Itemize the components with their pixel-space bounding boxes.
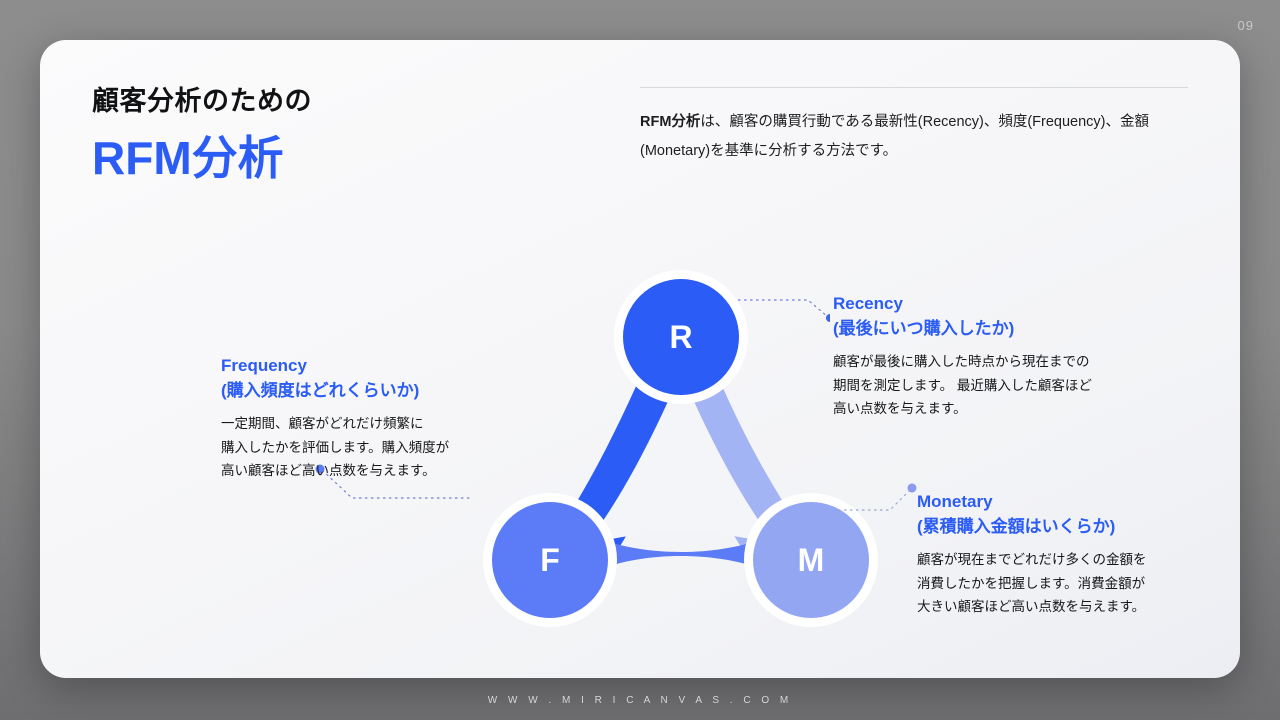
title-main-heading: RFM分析 — [92, 132, 284, 185]
intro-bold-term: RFM分析 — [640, 114, 701, 130]
info-recency-title: Recency (最後にいつ購入したか) — [833, 294, 1015, 338]
slide-card: 顧客分析のための RFM分析 RFM分析は、顧客の購買行動である最新性(Rece… — [40, 40, 1240, 678]
info-monetary-title: Monetary (累積購入金額はいくらか) — [917, 492, 1116, 536]
rfm-triangle-diagram: R F M — [460, 240, 900, 660]
footer-url: W W W . M I R I C A N V A S . C O M — [487, 695, 793, 706]
triangle-interior — [584, 372, 778, 546]
info-recency-body: 顧客が最後に購入した時点から現在までの 期間を測定します。 最近購入した顧客ほど… — [833, 354, 1092, 416]
page-number: 09 — [1237, 18, 1254, 33]
intro-text: RFM分析は、顧客の購買行動である最新性(Recency)、頻度(Frequen… — [640, 108, 1188, 166]
page-title: 顧客分析のための RFM分析 — [92, 85, 312, 187]
info-frequency-title: Frequency (購入頻度はどれくらいか) — [221, 356, 420, 400]
node-f: F — [483, 493, 617, 627]
title-subheading: 顧客分析のための — [92, 86, 312, 116]
info-frequency-body: 一定期間、顧客がどれだけ頻繁に 購入したかを評価します。購入頻度が 高い顧客ほど… — [221, 416, 450, 478]
info-block-frequency: Frequency (購入頻度はどれくらいか) 一定期間、顧客がどれだけ頻繁に … — [221, 354, 531, 482]
node-r-label: R — [669, 319, 692, 355]
node-m-label: M — [798, 542, 825, 578]
node-r: R — [614, 270, 748, 404]
node-m: M — [744, 493, 878, 627]
info-block-recency: Recency (最後にいつ購入したか) 顧客が最後に購入した時点から現在までの… — [833, 292, 1193, 420]
intro-rest-text: は、顧客の購買行動である最新性(Recency)、頻度(Frequency)、金… — [640, 114, 1150, 159]
info-monetary-body: 顧客が現在までどれだけ多くの金額を 消費したかを把握します。消費金額が 大きい顧… — [917, 552, 1147, 614]
intro-block: RFM分析は、顧客の購買行動である最新性(Recency)、頻度(Frequen… — [640, 87, 1188, 166]
intro-divider — [640, 87, 1188, 88]
info-block-monetary: Monetary (累積購入金額はいくらか) 顧客が現在までどれだけ多くの金額を… — [917, 490, 1237, 618]
band-f-to-m — [568, 522, 794, 586]
node-f-label: F — [540, 542, 560, 578]
